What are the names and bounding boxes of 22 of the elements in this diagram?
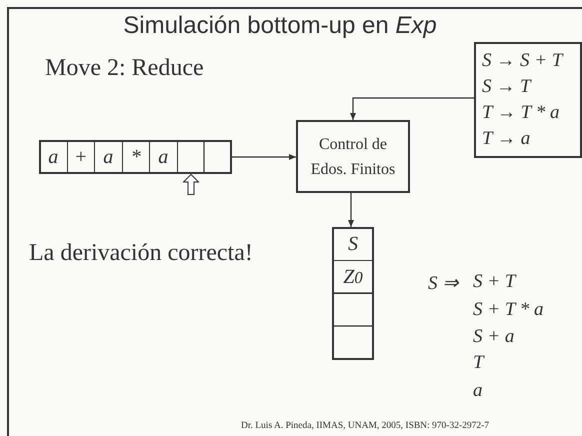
grammar-rule: S → T bbox=[482, 75, 531, 99]
slide-title: Simulación bottom-up en Exp bbox=[122, 12, 438, 40]
arrow bbox=[350, 97, 474, 120]
derivation-step: S + T * a bbox=[473, 299, 544, 321]
grammar-box bbox=[474, 42, 582, 158]
grammar-rule: T → a bbox=[482, 127, 530, 151]
grammar-rule: T → T * a bbox=[482, 101, 560, 125]
box-label: Control de Edos. Finitos bbox=[310, 134, 396, 180]
derivation-step: a bbox=[473, 380, 482, 402]
remark: La derivación correcta! bbox=[29, 240, 253, 267]
derivation-step: S + a bbox=[473, 326, 514, 348]
process-box bbox=[296, 120, 410, 193]
derivation-step: T bbox=[473, 352, 484, 374]
arrow bbox=[348, 193, 354, 227]
input-tape bbox=[39, 140, 232, 174]
grammar-rule: S → S + T bbox=[482, 49, 562, 73]
heading: Move 2: Reduce bbox=[45, 55, 204, 82]
footer-note: Dr. Luis A. Pineda, IIMAS, UNAM, 2005, ISBN: 970-32-2972-7 bbox=[241, 421, 490, 431]
arrow bbox=[232, 154, 296, 160]
stack bbox=[332, 227, 374, 360]
derivation-step: S ⇒ bbox=[428, 271, 458, 295]
derivation-step: S + T bbox=[473, 271, 516, 293]
